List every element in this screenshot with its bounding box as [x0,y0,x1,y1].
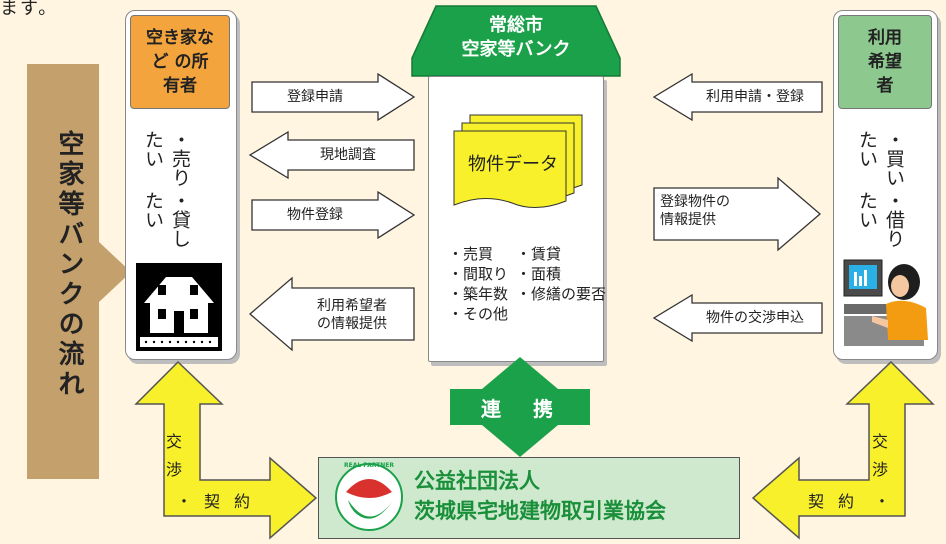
left-loop-bottom: 契約 [204,492,265,511]
item-sale: ・売買 [448,245,494,263]
bank-items-left: ・売買 ・間取り ・築年数 ・その他 [448,244,508,324]
user-title: 利用 希望者 [868,28,902,96]
arrow-registration-application [251,72,416,122]
label-use-application: 利用申請・登録 [706,89,804,105]
left-loop-dot: ・ [176,492,193,511]
label-negotiation-request: 物件の交渉申込 [706,310,804,326]
owner-need-lend: ・貸したい [142,191,191,248]
association-logo [335,463,403,531]
label-site-survey: 現地調査 [320,147,376,163]
label-user-info-provision: 利用希望者 の情報提供 [292,297,412,333]
owner-needs: ・売りたい ・貸したい [140,130,194,250]
item-layout: ・間取り [448,265,509,283]
link-double-arrow [450,357,590,457]
user-needs: ・買いたい ・借りたい [854,130,908,250]
item-rent: ・賃貸 [516,245,562,263]
document-label: 物件データ [468,154,558,175]
left-loop-label: 交 渉 [166,428,182,484]
right-loop-bottom: 契約 [808,492,869,511]
label-registered-info-2: 情報提供 [660,212,716,228]
house-icon [136,263,222,351]
right-negotiation-arrow [751,360,935,540]
bank-title-name: 空家等バンク [461,39,571,60]
label-property-registration: 物件登録 [287,207,343,223]
arrow-site-survey [248,130,415,180]
owner-header: 空き家など の所有者 [130,15,230,109]
right-loop-char1: 交 [872,432,889,451]
user-need-buy: ・買いたい [856,130,905,187]
user-header: 利用 希望者 [838,15,932,109]
association-name: 公益社団法人 茨城県宅地建物取引業協会 [414,466,666,526]
owner-title: 空き家など の所有者 [146,28,214,96]
arrow-user-info-provision [249,276,415,352]
left-loop-char1: 交 [166,432,183,451]
arrow-use-application [652,72,823,122]
intro-fragment: ます。 [0,0,59,19]
flow-title: 空家等バンクの流れ [54,130,84,400]
item-age: ・築年数 [448,285,509,303]
right-loop-char2: 渉 [872,460,889,479]
label-user-info-provision-2: の情報提供 [317,316,387,332]
right-loop-dot: ・ [874,492,891,511]
bank-title: 常総市 空家等バンク [420,14,612,62]
arrow-property-registration [251,190,416,240]
property-data-document [453,114,583,208]
item-area: ・面積 [516,265,562,283]
arrow-negotiation-request [652,293,823,343]
owner-need-sell: ・売りたい [142,130,191,187]
label-registered-info: 登録物件の 情報提供 [660,193,770,229]
association-name-line2: 茨城県宅地建物取引業協会 [414,499,666,523]
label-registration-application: 登録申請 [287,89,343,105]
left-loop-char2: 渉 [166,460,183,479]
user-need-borrow: ・借りたい [856,191,905,248]
flow-title-banner [27,64,131,479]
user-at-computer-icon [843,259,928,346]
label-user-info-provision-1: 利用希望者 [317,298,387,314]
item-other: ・その他 [448,305,509,323]
item-repair: ・修繕の要否 [516,285,607,303]
label-registered-info-1: 登録物件の [660,194,730,210]
left-negotiation-arrow [134,360,318,540]
association-logo-text: REAL PARTNER [344,462,394,469]
bank-title-city: 常総市 [489,15,543,36]
right-loop-label: 交 渉 [872,428,888,484]
link-label: 連 携 [481,396,559,421]
bank-roof [411,5,621,77]
arrow-registered-info [653,176,821,252]
bank-items-right: ・賃貸 ・面積 ・修繕の要否 [516,244,606,304]
association-name-line1: 公益社団法人 [414,469,540,493]
